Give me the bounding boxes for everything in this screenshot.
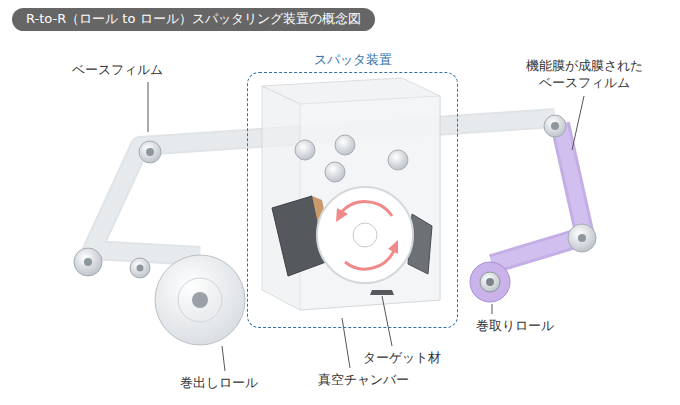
diagram-title: R-to-R（ロール to ロール）スパッタリング装置の概念図: [12, 8, 375, 31]
part-label: 巻出しロール: [180, 375, 258, 392]
part-label: 真空チャンバー: [318, 372, 409, 389]
dashed-region: スパッタ装置: [247, 72, 458, 328]
part-label: ベースフィルム: [72, 62, 163, 79]
part-label: 機能膜が成膜された ベースフィルム: [522, 58, 646, 92]
part-label: 巻取りロール: [476, 318, 554, 335]
region-heading: スパッタ装置: [248, 51, 457, 69]
part-label: ターゲット材: [363, 350, 441, 367]
